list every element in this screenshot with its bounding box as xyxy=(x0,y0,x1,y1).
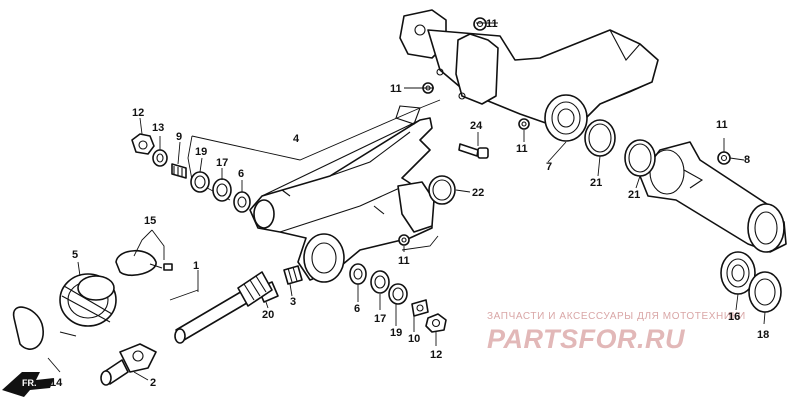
lock-nut-13 xyxy=(152,149,168,167)
callout-11-housing: 11 xyxy=(716,119,728,131)
nut-11-low xyxy=(398,234,410,246)
callout-2: 2 xyxy=(150,377,156,389)
universal-joint-2 xyxy=(100,343,157,386)
seal-17-left xyxy=(212,178,232,202)
drive-shaft-1 xyxy=(174,271,273,344)
bearing-19-right xyxy=(388,283,408,305)
callout-3: 3 xyxy=(290,296,296,308)
callout-16: 16 xyxy=(728,311,740,323)
callout-numbers: 1 2 3 4 5 6 6 7 8 9 10 11 11 11 11 11 12… xyxy=(50,18,769,389)
callout-21-upper: 21 xyxy=(590,177,602,189)
collar-6-right xyxy=(349,263,367,285)
callout-11-mid: 11 xyxy=(390,83,402,95)
direction-label: FR. xyxy=(22,378,37,388)
callout-9: 9 xyxy=(176,131,182,143)
boot-band-15 xyxy=(115,249,173,277)
callout-6-left: 6 xyxy=(238,168,244,180)
leader-lines xyxy=(47,22,766,381)
oil-seal-18 xyxy=(748,271,782,313)
axle-housing xyxy=(639,141,787,253)
callout-13: 13 xyxy=(152,122,164,134)
callout-11-low: 11 xyxy=(398,255,410,267)
callout-18: 18 xyxy=(757,329,769,341)
callout-19-left: 19 xyxy=(195,146,207,158)
callout-17-right: 17 xyxy=(374,313,386,325)
bolt-24 xyxy=(458,143,489,159)
pivot-bolt-10 xyxy=(411,299,429,317)
nut-11-top xyxy=(473,17,487,31)
watermark-tagline: ЗАПЧАСТИ И АКСЕССУАРЫ ДЛЯ МОТОТЕХНИКИ xyxy=(487,311,746,322)
bearing-19-left xyxy=(190,171,210,193)
callout-19-right: 19 xyxy=(390,327,402,339)
boot-5 xyxy=(59,273,117,327)
callout-1: 1 xyxy=(193,260,199,272)
front-direction-arrow: FR. xyxy=(2,372,54,397)
pivot-bolt-9 xyxy=(171,163,187,179)
pivot-nut-12 xyxy=(131,133,155,155)
callout-7: 7 xyxy=(546,161,552,173)
callout-20: 20 xyxy=(262,309,274,321)
nut-11-right xyxy=(518,118,530,130)
callout-24: 24 xyxy=(470,120,483,132)
callout-21-lower: 21 xyxy=(628,189,640,201)
collar-6-left xyxy=(233,191,251,213)
callout-12-left: 12 xyxy=(132,107,144,119)
callout-5: 5 xyxy=(72,249,78,261)
spring-3 xyxy=(283,265,303,285)
callout-10: 10 xyxy=(408,333,420,345)
callout-11-right: 11 xyxy=(516,143,528,155)
swingarm xyxy=(249,105,435,283)
callout-11-top: 11 xyxy=(486,18,498,30)
pivot-nut-12-right xyxy=(425,313,447,333)
seal-17-right xyxy=(370,270,390,294)
callout-8: 8 xyxy=(744,154,750,166)
band-14 xyxy=(12,306,77,350)
callout-4: 4 xyxy=(293,133,300,145)
callout-17-left: 17 xyxy=(216,157,228,169)
callout-22: 22 xyxy=(472,187,484,199)
nut-11-housing xyxy=(717,151,731,165)
callout-6-right: 6 xyxy=(354,303,360,315)
callout-14: 14 xyxy=(50,377,63,389)
watermark-logo: PARTSFOR.RU xyxy=(487,324,686,354)
callout-12-right: 12 xyxy=(430,349,442,361)
callout-15: 15 xyxy=(144,215,156,227)
final-drive-case xyxy=(399,9,659,142)
